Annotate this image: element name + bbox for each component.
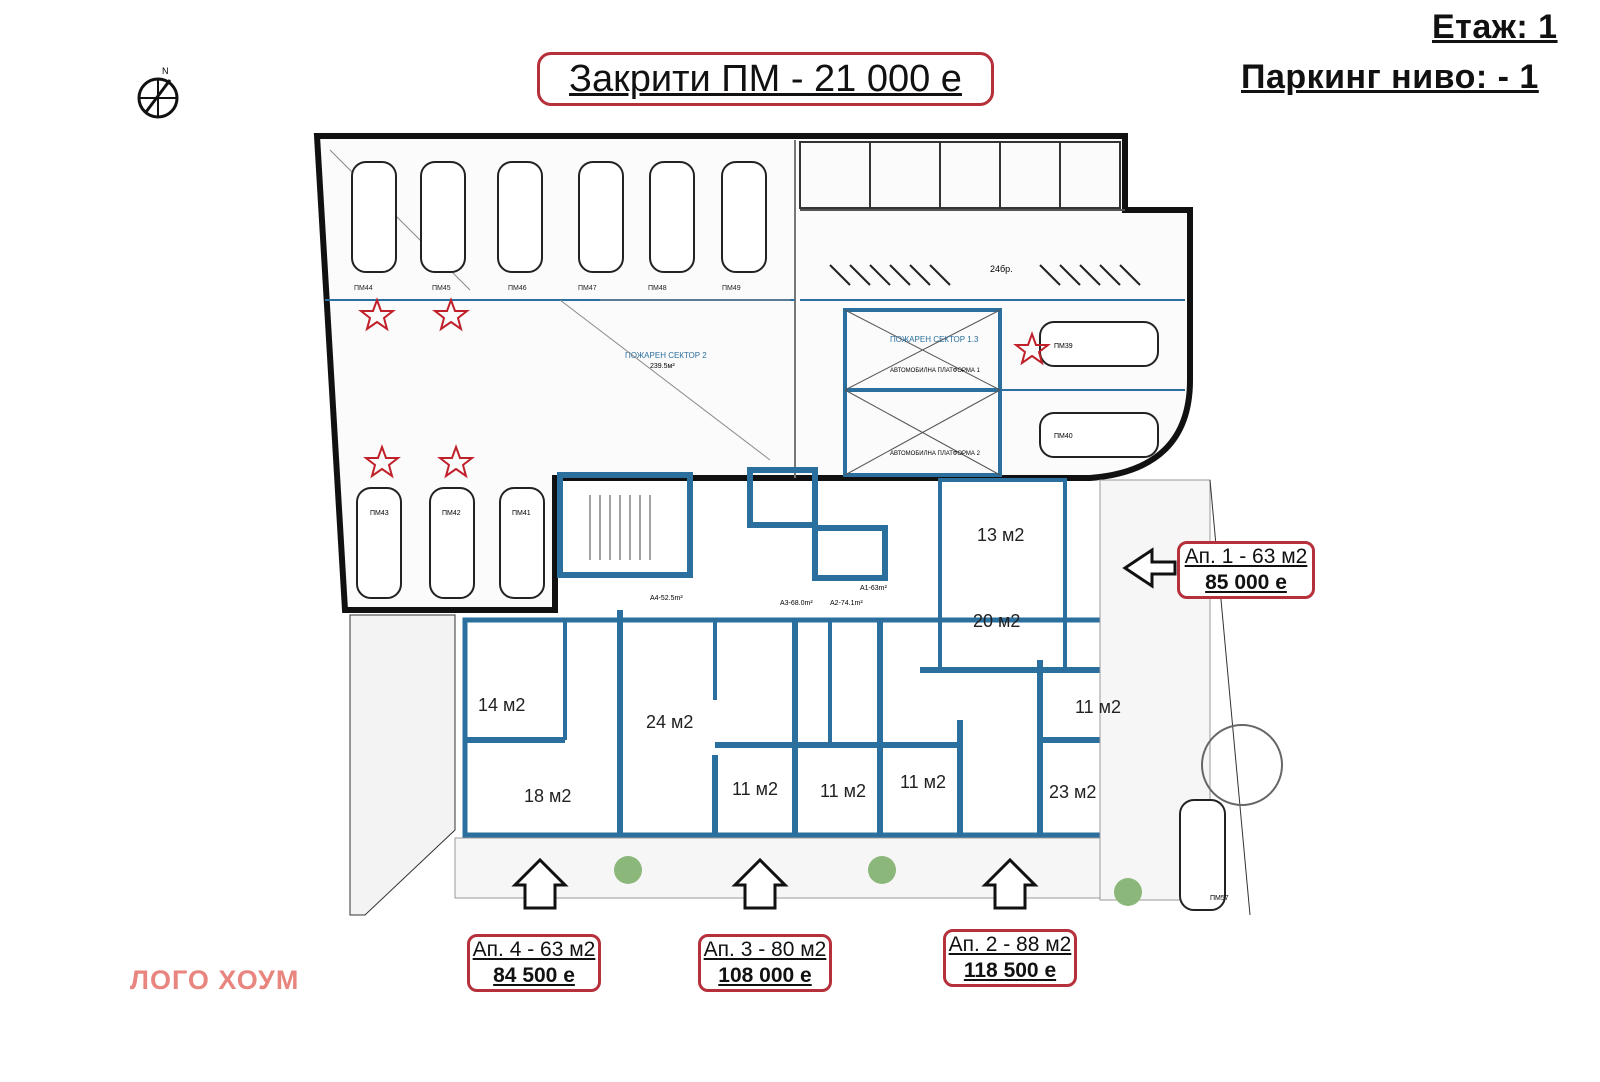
apartment-price: 85 000 е (1205, 571, 1287, 594)
apartment-price: 84 500 е (493, 964, 575, 987)
apartment-price: 108 000 е (718, 964, 812, 987)
arrow-up-icon (981, 857, 1039, 910)
arrow-up-icon (511, 857, 569, 910)
star-icon (437, 444, 475, 479)
bike-count-label: 24бр. (990, 264, 1013, 274)
star-icon (358, 297, 396, 332)
parked-cars-bottom (356, 487, 545, 599)
shrub-icon (614, 856, 642, 884)
shrub-icon (868, 856, 896, 884)
space-label: ПМ57 (1210, 895, 1229, 902)
room-area: 11 м2 (732, 779, 779, 799)
fire-sector-2-label: ПОЖАРЕН СЕКТОР 2 (625, 351, 707, 360)
apartment-title: Ап. 2 - 88 м2 (948, 933, 1072, 956)
space-label: ПМ48 (648, 285, 667, 292)
floor-label: Етаж: 1 (1432, 8, 1558, 46)
space-label: ПМ45 (432, 285, 451, 292)
space-label: ПМ47 (578, 285, 597, 292)
apartment-title: Ап. 3 - 80 м2 (703, 938, 827, 961)
space-label: ПМ42 (442, 510, 461, 517)
star-markers (358, 297, 1051, 479)
star-icon (1013, 331, 1051, 366)
apartment-title: Ап. 1 - 63 м2 (1184, 545, 1308, 568)
room-area: 24 м2 (646, 712, 694, 732)
fire-sector-2-area: 239.5м² (650, 363, 675, 370)
space-label: ПМ44 (354, 285, 373, 292)
svg-text:A1-63m²: A1-63m² (860, 585, 888, 592)
star-icon (363, 444, 401, 479)
room-area: 11 м2 (1075, 697, 1122, 717)
parked-cars-top (351, 161, 767, 273)
shrub-icon (1114, 878, 1142, 906)
space-label: ПМ43 (370, 510, 389, 517)
apartment-title: Ап. 4 - 63 м2 (472, 938, 596, 961)
room-area: 13 м2 (977, 525, 1025, 545)
space-label: ПМ40 (1054, 433, 1073, 440)
fire-sector-1-label: ПОЖАРЕН СЕКТОР 1.3 (890, 335, 979, 344)
arrow-up-icon (731, 857, 789, 910)
arrow-left-icon (1122, 547, 1177, 589)
compass-icon: N (137, 66, 179, 119)
svg-text:A3-68.0m²: A3-68.0m² (780, 600, 813, 607)
room-area: 18 м2 (524, 786, 572, 806)
space-label: ПМ49 (722, 285, 741, 292)
page-title: Закрити ПМ - 21 000 е (537, 52, 994, 106)
parking-level-label: Паркинг ниво: - 1 (1241, 58, 1539, 96)
apartment-4-box[interactable]: Ап. 4 - 63 м2 84 500 е (467, 934, 601, 992)
space-label: ПМ41 (512, 510, 531, 517)
apartment-1-box[interactable]: Ап. 1 - 63 м2 85 000 е (1177, 541, 1315, 599)
car-lift-2-label: АВТОМОБИЛНА ПЛАТФОРМА 2 (890, 451, 981, 457)
apartment-price: 118 500 е (963, 959, 1057, 982)
room-area: 14 м2 (478, 695, 526, 715)
room-area: 20 м2 (973, 611, 1021, 631)
entry-arrows (511, 547, 1177, 910)
room-area: 11 м2 (900, 772, 947, 792)
parked-cars-right (1039, 321, 1159, 458)
star-icon (432, 297, 470, 332)
apartment-2-box[interactable]: Ап. 2 - 88 м2 118 500 е (943, 929, 1077, 987)
svg-text:N: N (162, 66, 169, 76)
room-area: 11 м2 (820, 781, 867, 801)
room-area: 23 м2 (1049, 782, 1097, 802)
car-lift-1-label: АВТОМОБИЛНА ПЛАТФОРМА 1 (890, 368, 981, 374)
svg-text:A2-74.1m²: A2-74.1m² (830, 600, 863, 607)
svg-text:A4-52.5m²: A4-52.5m² (650, 595, 683, 602)
apartment-3-box[interactable]: Ап. 3 - 80 м2 108 000 е (698, 934, 832, 992)
tree-icon (1201, 724, 1283, 806)
space-label: ПМ46 (508, 285, 527, 292)
space-label: ПМ39 (1054, 343, 1073, 350)
logo: ЛОГО ХОУМ (130, 965, 300, 995)
